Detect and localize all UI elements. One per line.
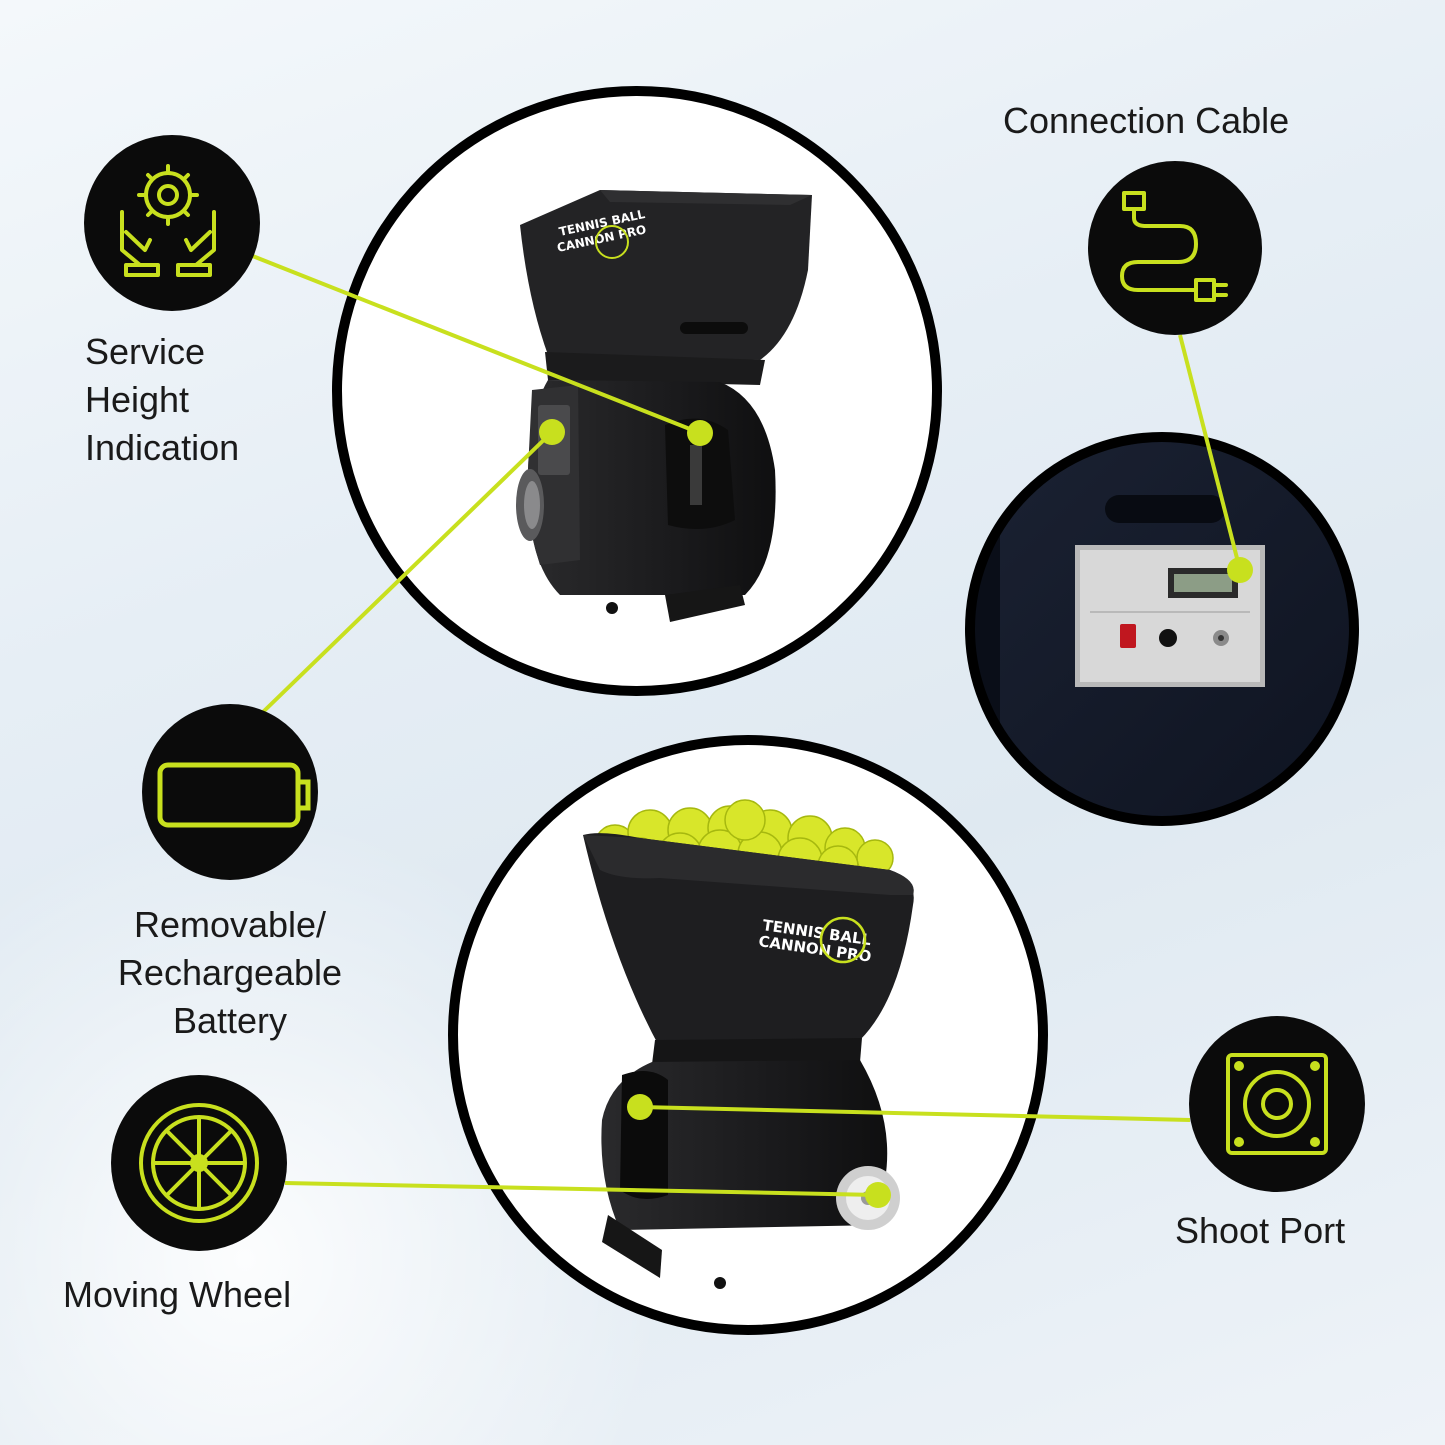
moving-wheel-text: Moving Wheel bbox=[63, 1274, 292, 1315]
service-height-line-3: Indication bbox=[85, 427, 240, 468]
service-height-line-2: Height bbox=[85, 379, 190, 420]
speaker-port-icon bbox=[1226, 1053, 1328, 1155]
shoot-port-label: Shoot Port bbox=[1175, 1207, 1345, 1255]
shoot-port-text: Shoot Port bbox=[1175, 1210, 1346, 1251]
connection-cable-badge bbox=[1088, 161, 1262, 335]
service-height-line-1: Service bbox=[85, 331, 206, 372]
connection-cable-label: Connection Cable bbox=[1003, 97, 1289, 145]
control-panel-closeup bbox=[970, 437, 1354, 821]
connector-shoot-port bbox=[639, 1105, 1191, 1122]
gear-hands-icon bbox=[120, 164, 216, 277]
connection-cable-text: Connection Cable bbox=[1003, 100, 1290, 141]
connector-cable bbox=[1178, 334, 1242, 571]
wheel-icon bbox=[139, 1103, 259, 1223]
battery-label: Removable/ Rechargeable Battery bbox=[95, 901, 365, 1045]
service-height-label: Service Height Indication bbox=[85, 328, 239, 472]
plug-cable-icon bbox=[1120, 191, 1228, 302]
moving-wheel-label: Moving Wheel bbox=[63, 1271, 291, 1319]
ball-machine-loaded: TENNIS BALL CANNON PRO bbox=[583, 799, 914, 1289]
battery-line-1: Removable/ bbox=[133, 904, 327, 945]
battery-icon bbox=[157, 762, 311, 828]
bottom-product-circle: TENNIS BALL CANNON PRO bbox=[448, 735, 1048, 1335]
battery-line-2: Rechargeable bbox=[117, 952, 343, 993]
connector-wheel bbox=[284, 1181, 879, 1197]
shoot-port-badge bbox=[1189, 1016, 1365, 1192]
top-product-circle: TENNIS BALL CANNON PRO bbox=[332, 86, 942, 696]
service-height-badge bbox=[84, 135, 260, 311]
control-panel-circle bbox=[965, 432, 1359, 826]
connector-battery bbox=[261, 430, 554, 714]
battery-badge bbox=[142, 704, 318, 880]
connector-service-height bbox=[249, 253, 701, 435]
connector-lines bbox=[249, 253, 1242, 1197]
connector-dots bbox=[539, 419, 1253, 1208]
moving-wheel-badge bbox=[111, 1075, 287, 1251]
battery-line-3: Battery bbox=[172, 1000, 288, 1041]
